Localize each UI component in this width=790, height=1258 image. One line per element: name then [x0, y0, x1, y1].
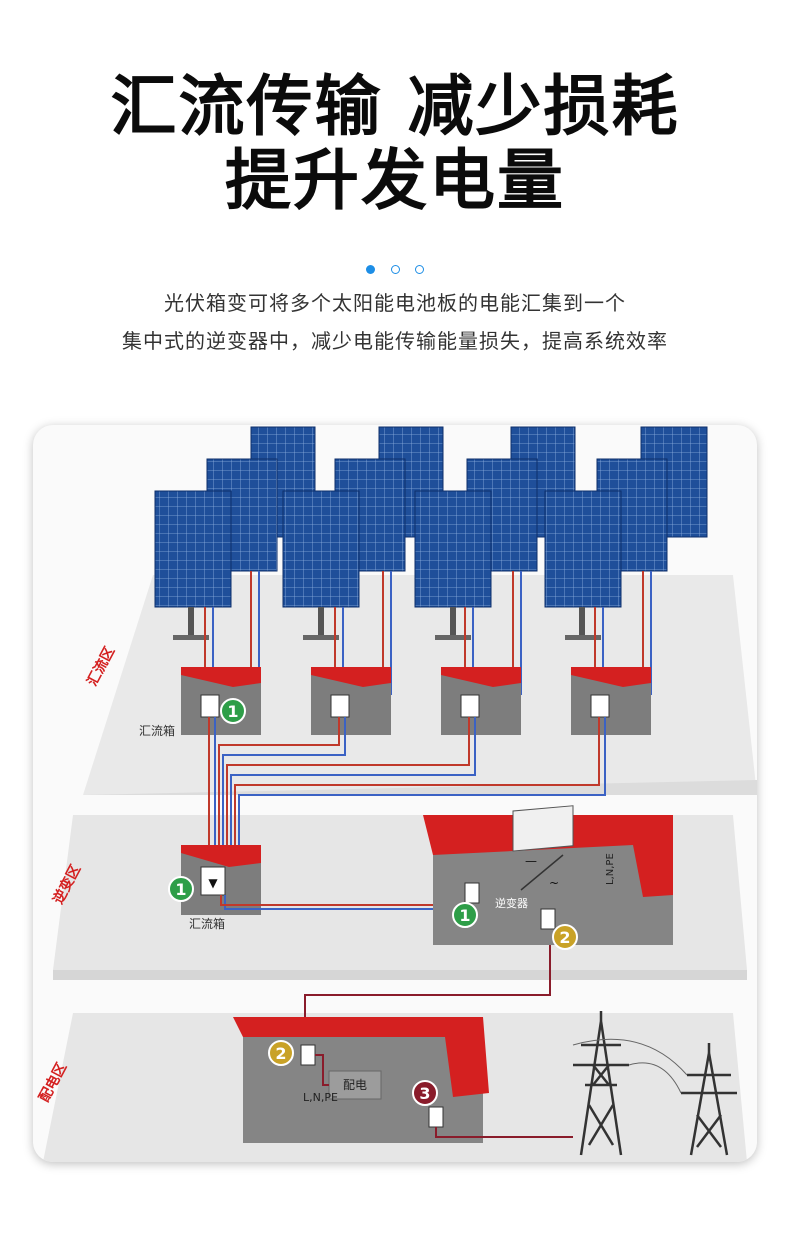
combiner-box: [571, 667, 651, 735]
svg-text:~: ~: [549, 876, 559, 890]
badge-1-mid: 1: [168, 876, 194, 902]
svg-text:1: 1: [459, 906, 470, 925]
badge-1-top: 1: [220, 698, 246, 724]
svg-text:3: 3: [419, 1084, 430, 1103]
solar-panel: [282, 490, 360, 640]
description-line-2: 集中式的逆变器中，减少电能传输能量损失，提高系统效率: [122, 329, 668, 353]
carousel-pager: [0, 259, 790, 278]
svg-text:1: 1: [175, 880, 186, 899]
transmission-tower-icon: [573, 1011, 629, 1156]
badge-1-inverter: 1: [452, 902, 478, 928]
svg-text:▼: ▼: [208, 876, 218, 890]
pager-dot-3[interactable]: [414, 265, 424, 274]
inverter-cabinet: — ~: [423, 805, 673, 945]
trunk-wires: [208, 717, 606, 845]
combiner-box-label-2: 汇流箱: [189, 916, 225, 931]
distribution-label: 配电: [343, 1078, 367, 1092]
headline: 汇流传输 减少损耗 提升发电量: [0, 70, 790, 218]
zone-label-combiner: 汇流区: [84, 644, 119, 689]
system-diagram-card: 1 汇流箱 ▼ 1 汇流箱 — ~ 1 逆变器 L,N,PE: [33, 425, 757, 1162]
description: 光伏箱变可将多个太阳能电池板的电能汇集到一个 集中式的逆变器中，减少电能传输能量…: [0, 284, 790, 360]
svg-text:1: 1: [227, 702, 238, 721]
combiner-box: [311, 667, 391, 735]
pager-dot-2[interactable]: [390, 265, 400, 274]
headline-line-1: 汇流传输 减少损耗: [110, 68, 680, 145]
lnpe-label-distribution: L,N,PE: [303, 1091, 338, 1104]
transmission-tower-icon: [681, 1043, 737, 1156]
solar-panel: [544, 490, 622, 640]
main-combiner-box: ▼: [181, 845, 261, 915]
pager-dot-1[interactable]: [366, 265, 376, 274]
svg-text:2: 2: [559, 928, 570, 947]
solar-panel-array: [154, 426, 708, 640]
inverter-label: 逆变器: [495, 896, 528, 910]
svg-text:2: 2: [275, 1044, 286, 1063]
combiner-box-label: 汇流箱: [139, 723, 175, 738]
svg-text:—: —: [525, 854, 537, 868]
badge-2-inverter: 2: [552, 924, 578, 950]
combiner-box: [441, 667, 521, 735]
lnpe-label-inverter: L,N,PE: [605, 853, 616, 885]
solar-panel: [154, 490, 232, 640]
distribution-cabinet: [233, 1017, 489, 1143]
description-line-1: 光伏箱变可将多个太阳能电池板的电能汇集到一个: [164, 291, 626, 315]
badge-2-distribution: 2: [268, 1040, 294, 1066]
headline-line-2: 提升发电量: [225, 142, 565, 219]
badge-3-distribution: 3: [412, 1080, 438, 1106]
combiner-box: [181, 667, 261, 735]
solar-panel: [414, 490, 492, 640]
system-diagram: 1 汇流箱 ▼ 1 汇流箱 — ~ 1 逆变器 L,N,PE: [36, 426, 757, 1162]
